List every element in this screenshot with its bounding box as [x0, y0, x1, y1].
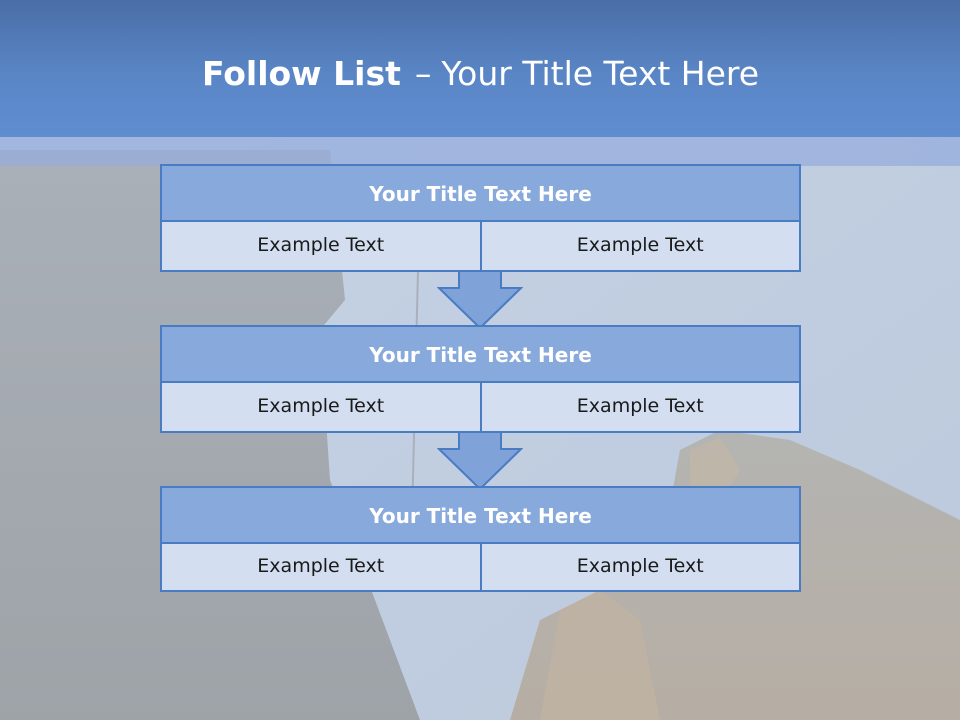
slide-title: Follow List–Your Title Text Here — [202, 54, 759, 93]
block-cell-left: Example Text — [257, 555, 385, 577]
title-rest: Your Title Text Here — [441, 54, 760, 93]
block-cell-right: Example Text — [479, 383, 800, 431]
list-block-1: Your Title Text Here Example Text Exampl… — [160, 164, 801, 272]
block-row: Example Text Example Text — [162, 222, 799, 270]
block-title: Your Title Text Here — [162, 488, 799, 544]
block-title: Your Title Text Here — [162, 166, 799, 222]
block-row: Example Text Example Text — [162, 383, 799, 431]
title-dash: – — [414, 54, 432, 93]
block-title: Your Title Text Here — [162, 327, 799, 383]
header-bar — [0, 0, 960, 137]
down-arrow-icon — [437, 270, 523, 330]
list-block-2: Your Title Text Here Example Text Exampl… — [160, 325, 801, 433]
block-cell-right: Example Text — [479, 222, 800, 270]
block-row: Example Text Example Text — [162, 544, 799, 590]
block-cell-right: Example Text — [479, 544, 800, 590]
title-bold: Follow List — [202, 54, 401, 93]
block-cell-left: Example Text — [257, 234, 385, 256]
list-block-3: Your Title Text Here Example Text Exampl… — [160, 486, 801, 592]
header-band — [0, 137, 960, 166]
block-cell-left: Example Text — [257, 395, 385, 417]
down-arrow-icon — [437, 431, 523, 491]
